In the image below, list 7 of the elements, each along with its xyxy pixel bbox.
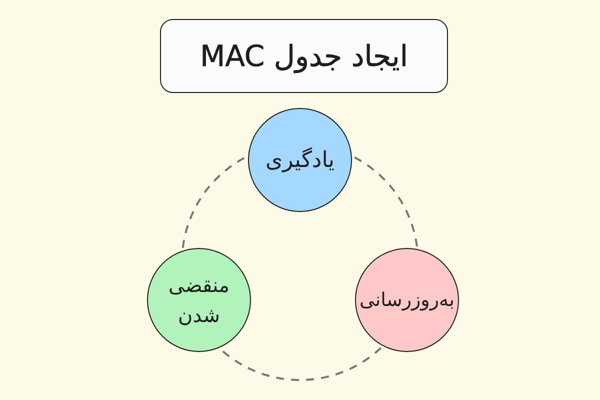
stage-label: منقضی شدن: [168, 272, 230, 329]
dashed-connector: [182, 156, 246, 248]
stage-label: به‌روزرسانی: [359, 288, 454, 313]
dashed-connector: [354, 156, 418, 247]
dashed-connector: [220, 347, 382, 381]
stage-label: یادگیری: [265, 146, 335, 174]
title-text: ایجاد جدول MAC: [200, 39, 408, 73]
